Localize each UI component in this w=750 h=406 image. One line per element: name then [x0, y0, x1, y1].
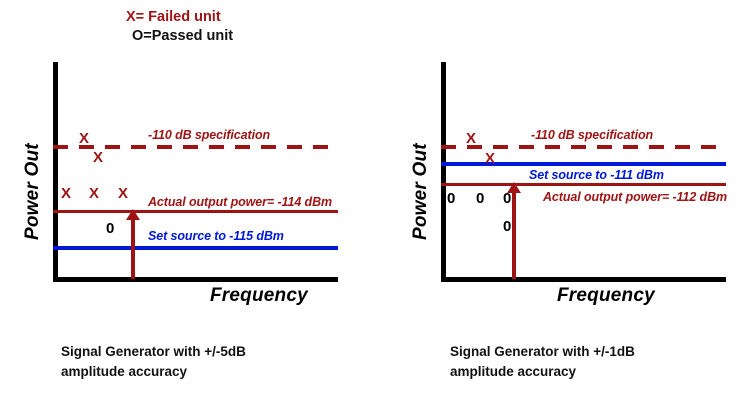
y-axis-right: [441, 62, 446, 282]
data-marker: 0: [503, 218, 512, 235]
data-marker: X: [466, 130, 477, 147]
chart-panel-left: Power Out Frequency -110 dB specificatio…: [22, 62, 338, 381]
measurement-arrow-left: [126, 209, 140, 279]
x-axis-label-right: Frequency: [557, 285, 655, 306]
data-marker: 0: [447, 190, 456, 207]
data-marker: X: [79, 130, 90, 147]
spec-line-label-right: -110 dB specification: [531, 128, 654, 142]
spec-line-left: [53, 145, 338, 149]
data-marker: X: [93, 149, 104, 166]
data-marker: X: [89, 185, 100, 202]
actual-power-line-left: [53, 210, 338, 213]
legend-failed-unit: X= Failed unit: [126, 9, 221, 25]
y-axis-label-left: Power Out: [22, 143, 43, 240]
actual-power-line-right: [441, 183, 726, 186]
y-axis-left: [53, 62, 58, 282]
spec-line-right: [441, 145, 726, 149]
actual-power-label-left: Actual output power= -114 dBm: [148, 195, 333, 209]
x-axis-left: [53, 277, 338, 282]
chart-panel-right: Power Out Frequency -110 dB specificatio…: [375, 0, 750, 406]
x-axis-right: [441, 277, 726, 282]
legend: X= Failed unit O=Passed unit: [126, 8, 233, 45]
legend-passed-unit: O=Passed unit: [132, 27, 234, 44]
source-line-label-right: Set source to -111 dBm: [529, 168, 664, 182]
data-marker: 0: [476, 190, 485, 207]
caption-left: Signal Generator with +/-5dB amplitude a…: [61, 342, 246, 381]
spec-line-label-left: -110 dB specification: [148, 128, 271, 142]
source-line-left: [53, 246, 338, 250]
x-axis-label-left: Frequency: [210, 285, 308, 306]
caption-right-line1: Signal Generator with +/-1dB: [450, 344, 635, 359]
caption-left-line2: amplitude accuracy: [61, 363, 188, 379]
data-marker: 0: [503, 190, 512, 207]
data-marker: X: [118, 185, 129, 202]
data-marker: 0: [106, 220, 115, 237]
data-marker: X: [485, 150, 496, 167]
measurement-arrow-right: [507, 182, 521, 279]
arrow-shaft-right: [512, 191, 516, 279]
y-axis-label-right: Power Out: [410, 143, 431, 240]
caption-right-line2: amplitude accuracy: [450, 363, 577, 379]
actual-power-label-right: Actual output power= -112 dBm: [543, 190, 728, 204]
arrow-head-right: [507, 182, 521, 193]
arrow-shaft-left: [131, 218, 135, 279]
source-line-right: [441, 162, 726, 166]
source-line-label-left: Set source to -115 dBm: [148, 229, 284, 243]
arrow-head-left: [126, 209, 140, 220]
data-marker: X: [61, 185, 72, 202]
caption-left-line1: Signal Generator with +/-5dB: [61, 344, 246, 359]
caption-right: Signal Generator with +/-1dB amplitude a…: [450, 342, 635, 381]
